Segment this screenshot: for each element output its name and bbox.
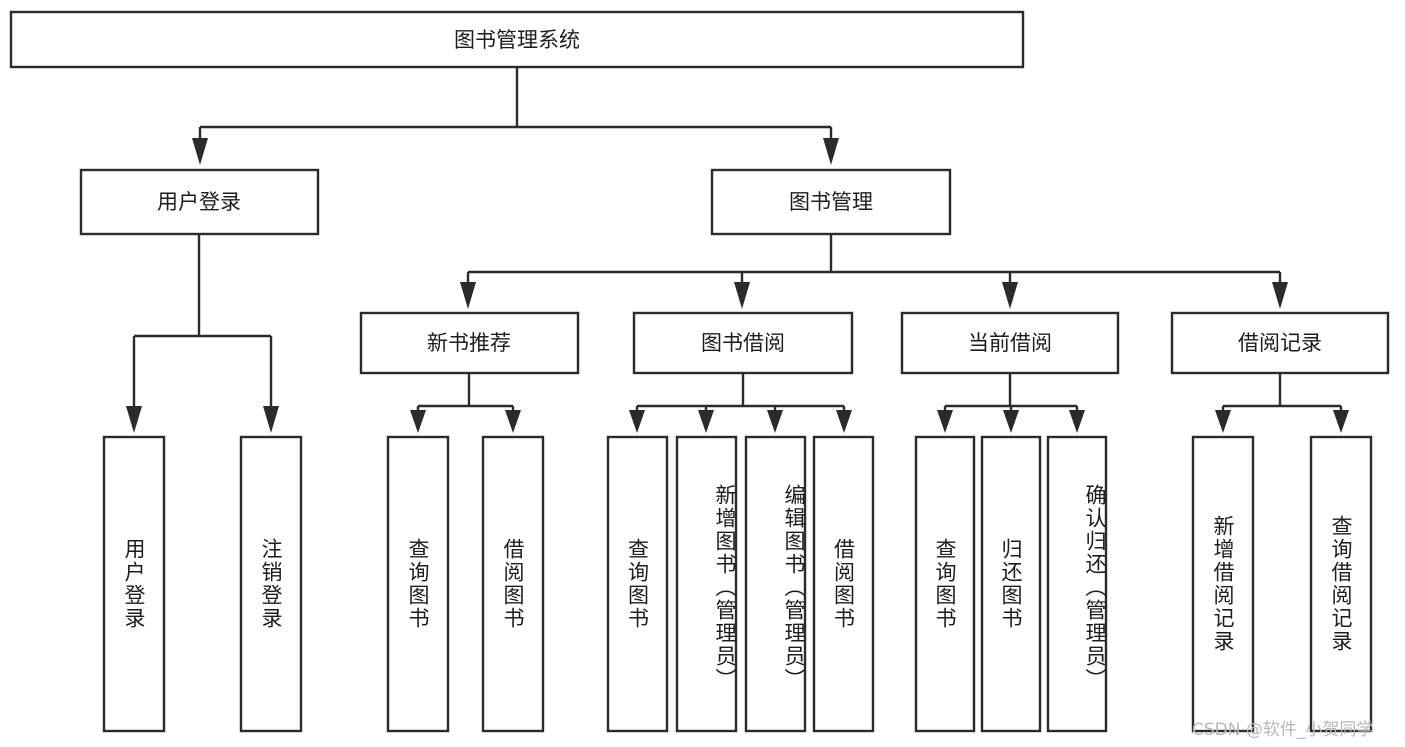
leaf-box-query-book-2[interactable] — [606, 435, 669, 733]
connector-book-borrow-to-leaves — [629, 373, 852, 433]
book-borrow-label: 图书借阅 — [701, 331, 785, 355]
current-borrow-label: 当前借阅 — [968, 331, 1052, 355]
leaf-box-logout[interactable] — [239, 435, 303, 733]
connector-current-borrow-to-leaves — [937, 373, 1085, 433]
user-login-label: 用户登录 — [157, 190, 241, 214]
csdn-watermark: CSDN @软件_小贺同学 — [1192, 720, 1374, 740]
book-manage-label: 图书管理 — [789, 190, 873, 214]
leaf-box-query-record[interactable] — [1309, 435, 1373, 733]
root-box[interactable] — [9, 10, 1025, 69]
leaf-label-confirm-return: 确认归还（管理员） — [1083, 483, 1107, 691]
arrow-to-leaf-add-record — [1215, 410, 1231, 433]
leaf-label-user-login: 用户登录 — [122, 538, 147, 630]
node-book-borrow[interactable]: 图书借阅 — [632, 311, 854, 375]
arrow-to-leaf-logout — [263, 406, 279, 433]
arrow-to-leaf-query-book-1 — [410, 410, 426, 433]
leaf-box-user-login[interactable] — [102, 435, 166, 733]
arrow-to-leaf-query-book-2 — [629, 410, 645, 433]
connector-book-manage-to-level3 — [460, 234, 1288, 309]
leaf-label-logout: 注销登录 — [259, 538, 284, 630]
leaf-box-return-book[interactable] — [980, 435, 1042, 733]
leaf-label-query-book-3: 查询图书 — [933, 538, 958, 630]
arrow-to-leaf-return-book — [1003, 410, 1019, 433]
node-new-book-recommend[interactable]: 新书推荐 — [359, 311, 580, 375]
connector-user-login-to-leaves — [126, 234, 279, 433]
arrow-to-user-login — [192, 138, 208, 165]
connector-borrow-record-to-leaves — [1215, 373, 1349, 433]
borrow-record-label: 借阅记录 — [1238, 331, 1322, 355]
new-book-recommend-box[interactable] — [359, 311, 580, 375]
arrow-to-book-borrow — [734, 282, 750, 309]
arrow-to-book-manage — [823, 138, 839, 165]
arrow-to-leaf-borrow-book-1 — [505, 410, 521, 433]
node-borrow-record[interactable]: 借阅记录 — [1170, 311, 1390, 375]
leaf-box-edit-book[interactable] — [744, 435, 807, 733]
leaf-label-edit-book: 编辑图书（管理员） — [782, 483, 806, 691]
connector-new-book-recommend-to-leaves — [410, 373, 521, 433]
node-current-borrow[interactable]: 当前借阅 — [900, 311, 1120, 375]
connector-root-to-level2 — [192, 67, 839, 165]
leaf-box-confirm-return[interactable] — [1046, 435, 1108, 733]
node-book-manage[interactable]: 图书管理 — [710, 168, 952, 236]
node-root[interactable]: 图书管理系统 — [9, 10, 1025, 69]
leaf-label-query-book-2: 查询图书 — [625, 538, 650, 630]
leaf-box-borrow-book-2[interactable] — [812, 435, 875, 733]
leaf-label-query-book-1: 查询图书 — [406, 538, 431, 630]
arrow-to-leaf-edit-book — [767, 410, 783, 433]
new-book-recommend-label: 新书推荐 — [427, 331, 511, 355]
arrow-to-current-borrow — [1002, 282, 1018, 309]
leaf-label-borrow-book-1: 借阅图书 — [501, 538, 526, 630]
leaf-box-query-book-3[interactable] — [914, 435, 976, 733]
leaf-boxes — [102, 435, 1373, 733]
leaf-box-add-record[interactable] — [1191, 435, 1255, 733]
leaf-box-borrow-book-1[interactable] — [481, 435, 545, 733]
leaf-box-add-book[interactable] — [675, 435, 738, 733]
book-borrow-box[interactable] — [632, 311, 854, 375]
leaf-label-query-record: 查询借阅记录 — [1329, 515, 1354, 653]
arrow-to-leaf-borrow-book-2 — [836, 410, 852, 433]
node-user-login[interactable]: 用户登录 — [79, 168, 320, 236]
arrow-to-leaf-user-login — [126, 406, 142, 433]
arrow-to-leaf-add-book — [698, 410, 714, 433]
leaf-label-return-book: 归还图书 — [999, 538, 1024, 630]
arrow-to-borrow-record — [1272, 282, 1288, 309]
arrow-to-new-book-recommend — [460, 282, 476, 309]
leaf-label-borrow-book-2: 借阅图书 — [831, 538, 856, 630]
arrow-to-leaf-query-book-3 — [937, 410, 953, 433]
arrow-to-leaf-query-record — [1333, 410, 1349, 433]
leaf-label-add-book: 新增图书（管理员） — [713, 483, 737, 691]
arrow-to-leaf-confirm-return — [1069, 410, 1085, 433]
root-label: 图书管理系统 — [454, 28, 580, 52]
leaf-box-query-book-1[interactable] — [386, 435, 450, 733]
leaf-label-add-record: 新增借阅记录 — [1211, 515, 1236, 653]
current-borrow-box[interactable] — [900, 311, 1120, 375]
